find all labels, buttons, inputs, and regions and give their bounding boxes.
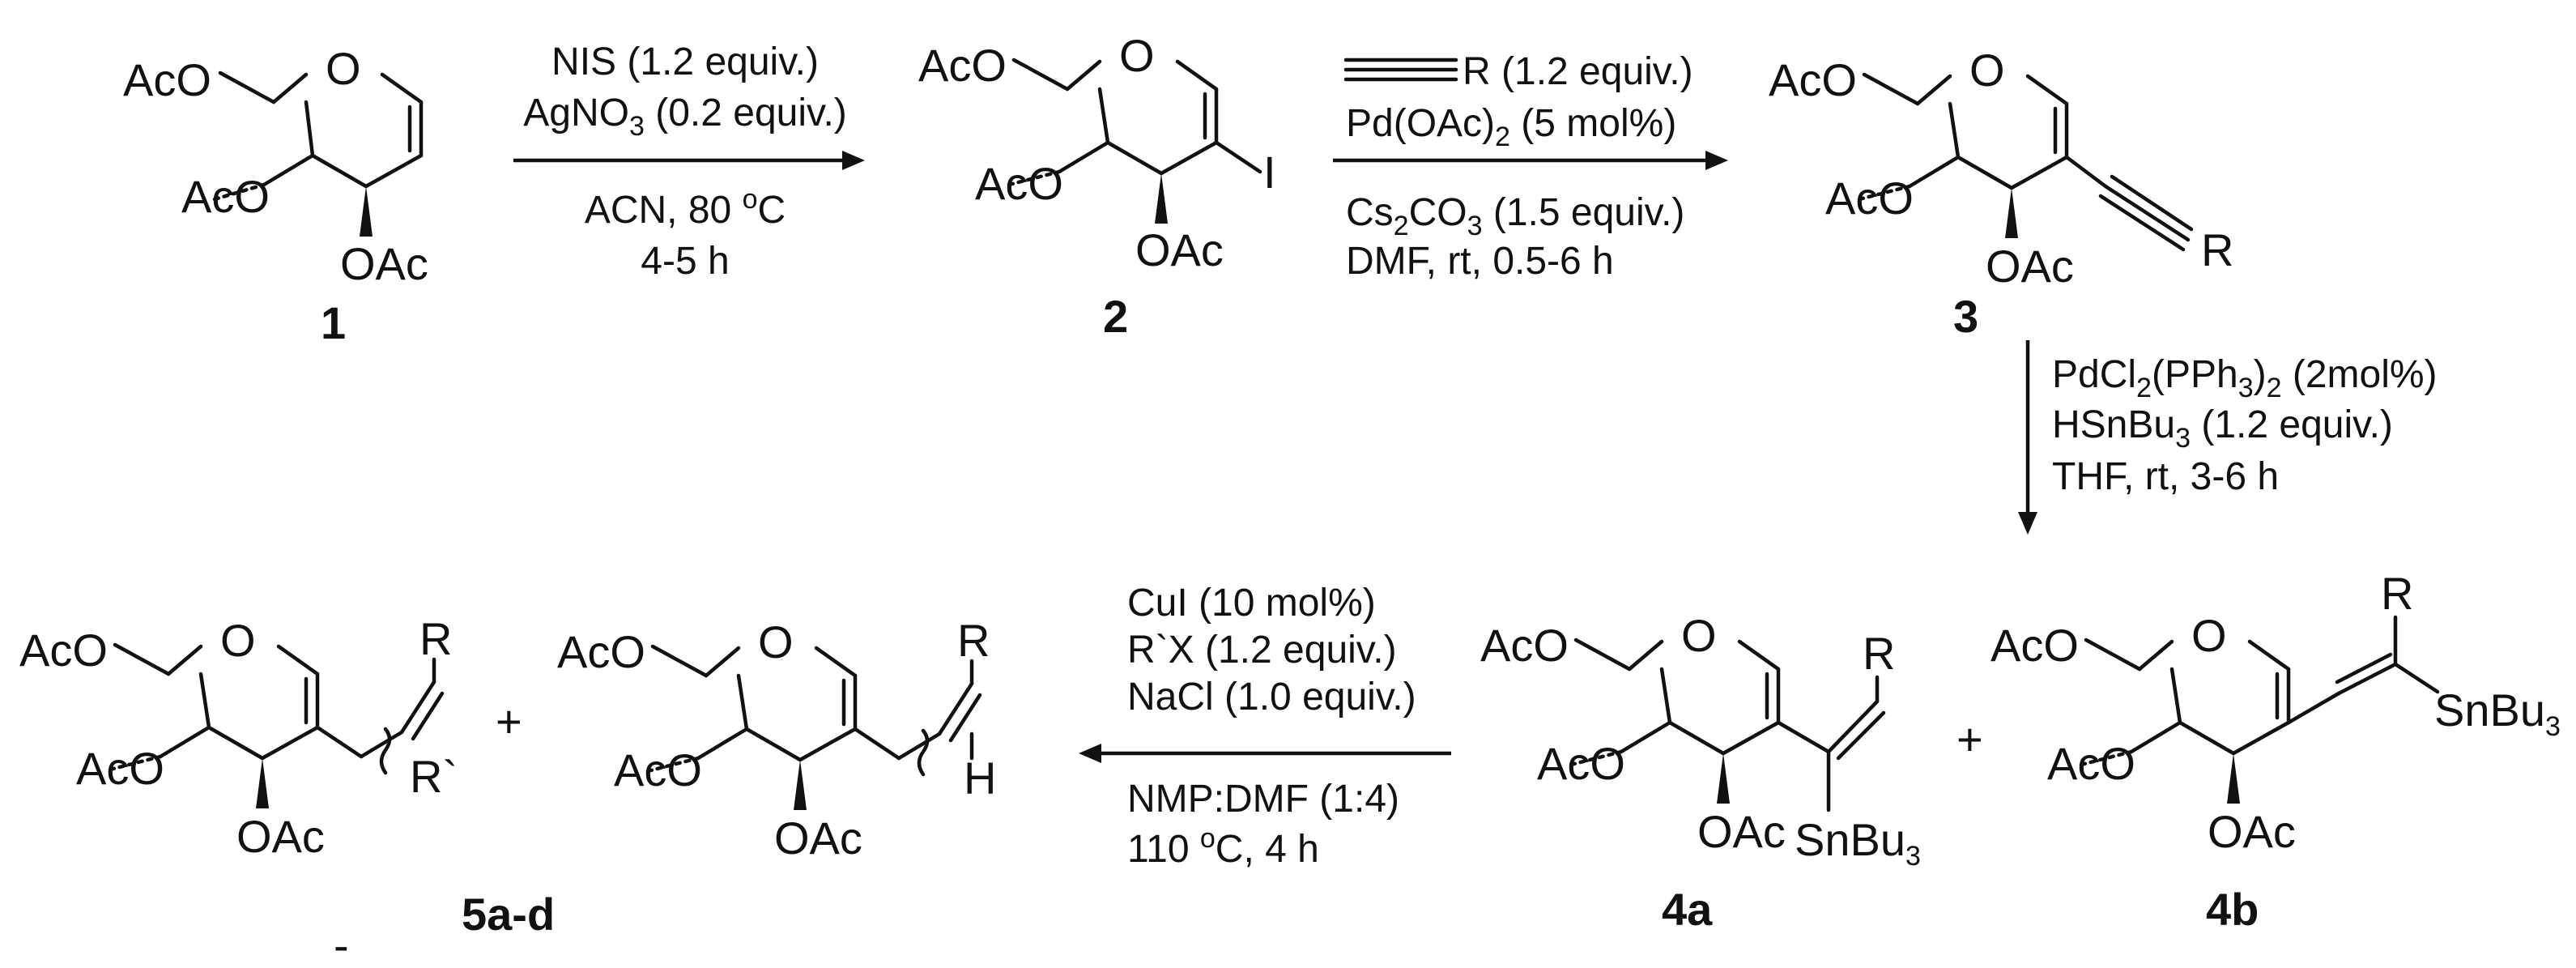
reaction-arrow-step4: CuI (10 mol%) R`X (1.2 equiv.) NaCl (1.0… [1079, 582, 1451, 871]
ring-oxygen-label: O [1969, 45, 2005, 96]
ring-oxygen-label: O [326, 43, 361, 94]
r-group-label: R [419, 613, 452, 664]
acetoxy-label: AcO [1991, 620, 2079, 671]
reagent-line: NaCl (1.0 equiv.) [1127, 676, 1416, 719]
acetoxy-label: OAc [1697, 806, 1786, 857]
reagent-line: Pd(OAc)2 (5 mol%) [1346, 102, 1676, 152]
condition-line: 4-5 h [641, 240, 729, 283]
r-group-label: R [1863, 628, 1895, 679]
reagent-line: R`X (1.2 equiv.) [1127, 629, 1397, 672]
acetoxy-label: OAc [340, 238, 428, 289]
tributylstannyl-label: SnBu3 [2434, 684, 2561, 742]
compound-2: AcO O AcO OAc I 2 [918, 30, 1276, 342]
acetoxy-label: AcO [1769, 54, 1857, 105]
condition-line: Cs2CO3 (1.5 equiv.) [1346, 191, 1684, 241]
condition-line: 110 oC, 4 h [1127, 823, 1319, 871]
acetoxy-label: OAc [1135, 224, 1224, 275]
ring-oxygen-label: O [1681, 610, 1717, 661]
acetoxy-label: OAc [2208, 806, 2296, 857]
reaction-arrow-step1: NIS (1.2 equiv.) AgNO3 (0.2 equiv.) ACN,… [513, 41, 865, 283]
compound-4a: AcO O AcO OAc R SnBu3 4a [1480, 610, 1921, 935]
acetoxy-label: AcO [76, 743, 164, 794]
condition-line: DMF, rt, 0.5-6 h [1346, 240, 1614, 283]
acetoxy-label: AcO [614, 744, 702, 795]
stray-dash-mark: - [334, 919, 349, 968]
condition-line: THF, rt, 3-6 h [2052, 455, 2279, 498]
acetoxy-label: AcO [557, 626, 645, 677]
alkyne-r-label: R [1463, 50, 1491, 93]
acetoxy-label: OAc [236, 811, 325, 862]
compound-number: 2 [1103, 291, 1128, 342]
ring-oxygen-label: O [220, 615, 256, 666]
acetoxy-label: OAc [1986, 241, 2074, 292]
compound-number: 4b [2206, 884, 2259, 935]
reagent-line: NIS (1.2 equiv.) [551, 41, 819, 83]
r-group-label: R [2201, 224, 2233, 275]
acetoxy-label: AcO [2047, 738, 2135, 789]
acetoxy-label: AcO [181, 171, 270, 222]
compound-1: AcO O AcO OAc 1 [123, 43, 428, 348]
condition-line: ACN, 80 oC [585, 184, 786, 232]
condition-line: NMP:DMF (1:4) [1127, 778, 1399, 821]
compound-4b: AcO O AcO OAc R SnBu3 4b [1991, 568, 2561, 935]
reagent-line: R (1.2 equiv.) [1463, 50, 1693, 93]
acetoxy-label: AcO [1480, 620, 1569, 671]
plus-sign: + [1956, 714, 1983, 765]
reagent-line: HSnBu3 (1.2 equiv.) [2052, 403, 2393, 454]
acetoxy-label: AcO [19, 625, 108, 676]
acetoxy-label: AcO [1825, 173, 1914, 224]
acetoxy-label: AcO [1537, 738, 1625, 789]
compound-number: 1 [321, 297, 346, 348]
acetoxy-label: AcO [918, 40, 1007, 91]
r-group-label: R [957, 615, 990, 666]
compound-number: 3 [1953, 291, 1978, 342]
ring-oxygen-label: O [1119, 30, 1155, 81]
r-prime-label: R` [410, 751, 458, 802]
reaction-arrow-step2: R (1.2 equiv.) Pd(OAc)2 (5 mol%) Cs2CO3 … [1333, 50, 1728, 283]
reagent-line: AgNO3 (0.2 equiv.) [523, 92, 847, 142]
ring-oxygen-label: O [758, 616, 794, 667]
compound-number: 5a-d [462, 889, 555, 940]
reagent-line: CuI (10 mol%) [1127, 582, 1376, 625]
compound-5a-d: AcO O AcO OAc R R` 5a-d [19, 613, 555, 940]
acetoxy-label: OAc [774, 812, 862, 864]
compound-3: AcO O AcO OAc R 3 [1769, 45, 2233, 342]
reagent-line: PdCl2(PPh3)2 (2mol%) [2052, 353, 2438, 403]
compound-number: 4a [1662, 884, 1713, 935]
acetoxy-label: AcO [975, 158, 1063, 209]
compound-5-hydrogen: AcO O AcO OAc R H [557, 615, 996, 864]
tributylstannyl-label: SnBu3 [1795, 814, 1921, 872]
acetoxy-label: AcO [123, 54, 211, 105]
ring-oxygen-label: O [2191, 610, 2227, 661]
r-group-label: R [2381, 568, 2413, 619]
plus-sign: + [496, 696, 522, 747]
iodo-label: I [1263, 147, 1276, 198]
hydrogen-label: H [964, 753, 996, 804]
reaction-arrow-step3: PdCl2(PPh3)2 (2mol%) HSnBu3 (1.2 equiv.)… [2018, 340, 2438, 535]
